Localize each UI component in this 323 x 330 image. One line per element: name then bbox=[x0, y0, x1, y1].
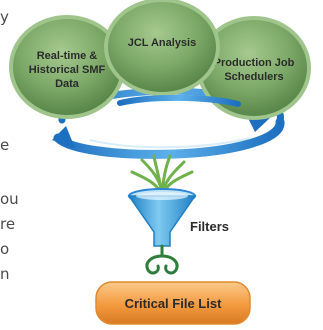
svg-text:Historical SMF: Historical SMF bbox=[29, 64, 106, 76]
svg-text:Production Job: Production Job bbox=[214, 57, 295, 69]
critical-file-list-box: Critical File List bbox=[95, 281, 251, 325]
left-text-fragment: e bbox=[0, 136, 10, 154]
svg-text:Real-time &: Real-time & bbox=[37, 50, 98, 62]
left-text-fragment: re bbox=[0, 215, 16, 233]
cycle-arrow-front bbox=[117, 94, 241, 107]
svg-text:Schedulers: Schedulers bbox=[224, 71, 283, 83]
node-jcl: JCL Analysis bbox=[104, 0, 220, 96]
node-smf: Real-time & Historical SMF Data bbox=[9, 15, 125, 119]
left-text-fragment: ou bbox=[0, 190, 19, 208]
filter-funnel bbox=[127, 188, 197, 247]
left-text-fragment: n bbox=[0, 265, 10, 283]
output-curl bbox=[145, 244, 179, 275]
left-text-fragment: y bbox=[0, 8, 9, 26]
left-text-fragment: o bbox=[0, 240, 10, 258]
svg-text:Data: Data bbox=[55, 78, 80, 90]
filters-label: Filters bbox=[190, 219, 229, 234]
svg-text:JCL Analysis: JCL Analysis bbox=[128, 37, 196, 49]
node-scheduler: Production Job Schedulers bbox=[197, 16, 311, 120]
output-label: Critical File List bbox=[125, 296, 222, 311]
